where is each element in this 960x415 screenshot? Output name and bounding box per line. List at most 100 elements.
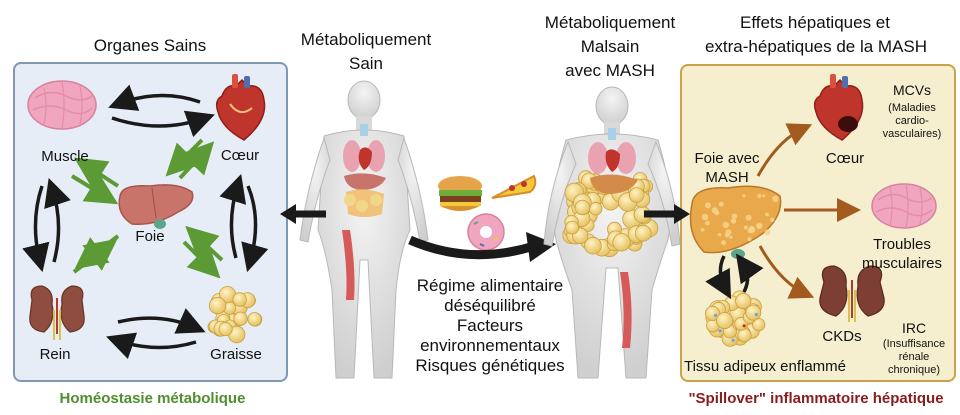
- immune-cell: [754, 313, 758, 317]
- spillover-caption: "Spillover" inflammatoire hépatique: [688, 390, 944, 407]
- effects-title-line1: Effets hépatiques et: [740, 13, 890, 32]
- lipid-droplet: [742, 194, 746, 198]
- liver-icon: [118, 184, 194, 229]
- fat-cell: [704, 305, 721, 321]
- organ-crosstalk-arrows: [22, 84, 269, 359]
- lipid-droplet: [757, 193, 762, 198]
- fat-cell: [584, 236, 602, 255]
- healthy-organs-title: Organes Sains: [93, 36, 207, 55]
- fat-label: Graisse: [210, 346, 262, 363]
- mcv-sub2: cardio-: [895, 115, 929, 127]
- mcv-sub3: vasculaires): [882, 128, 942, 140]
- irc-title: IRC: [901, 320, 927, 336]
- lipid-droplet: [762, 194, 766, 198]
- immune-cell: [742, 324, 746, 328]
- fat-cell: [565, 220, 580, 235]
- fat-cell: [634, 224, 652, 242]
- lipid-droplet: [747, 237, 752, 242]
- right-heart-label: Cœur: [825, 150, 865, 167]
- fat-cell: [716, 312, 734, 330]
- lipid-droplet: [722, 221, 729, 229]
- muscle-label: Muscle: [41, 148, 89, 165]
- factor-line1: Régime alimentaire: [416, 276, 564, 295]
- junk-food-icons: [438, 174, 537, 251]
- lipid-droplet: [717, 232, 722, 237]
- heart-icon: [215, 74, 266, 141]
- mash-liver-label-line2: MASH: [705, 169, 749, 186]
- fat-cell: [232, 292, 247, 307]
- muscle-icon: [27, 80, 97, 130]
- liver-label: Foie: [135, 228, 165, 245]
- mash-body-figure: [543, 86, 681, 379]
- fat-cell: [612, 233, 631, 252]
- lipid-droplet: [764, 229, 771, 236]
- damaged-heart-icon: [813, 74, 864, 141]
- homeostasis-caption: Homéostasie métabolique: [59, 390, 246, 407]
- immune-cell: [714, 313, 718, 317]
- lipid-droplet: [765, 212, 769, 217]
- kidney-icon: [29, 285, 85, 340]
- irc-sub2: rénale: [898, 351, 930, 363]
- muscle-disorder-label-line2: musculaires: [861, 255, 943, 272]
- muscle-disorder-label-line1: Troubles: [873, 236, 931, 253]
- healthy-body-figure: [299, 80, 429, 379]
- effects-title-line2: extra-hépatiques de la MASH: [704, 37, 928, 56]
- muscle-disorder-icon: [871, 183, 937, 229]
- lipid-droplet: [729, 235, 733, 239]
- lipid-droplet: [756, 223, 761, 228]
- fat-cell: [247, 312, 262, 327]
- mash-liver-icon: [689, 185, 782, 259]
- fat-cell: [218, 321, 233, 337]
- lipid-droplet: [770, 217, 775, 222]
- lipid-droplet: [718, 201, 724, 207]
- unhealthy-title-line1: Métaboliquement: [544, 13, 676, 32]
- factor-line3: Facteurs: [456, 316, 524, 335]
- mcv-title: MCVs: [892, 82, 932, 98]
- ckd-label: CKDs: [822, 328, 862, 345]
- mcv-sub1: (Maladies: [888, 102, 936, 114]
- lipid-droplet: [700, 228, 705, 232]
- lipid-droplet: [743, 225, 749, 230]
- lipid-droplet: [714, 210, 720, 216]
- panel-to-body-arrow: [280, 204, 326, 224]
- lipid-droplet: [721, 240, 727, 246]
- immune-cell: [718, 329, 722, 333]
- fat-cell: [745, 304, 762, 321]
- lipid-droplet: [701, 213, 709, 221]
- lipid-droplet: [704, 202, 711, 209]
- mash-effect-arrows: [705, 123, 861, 300]
- lipid-droplet: [730, 218, 737, 224]
- progression-arrow: [408, 232, 556, 262]
- irc-sub1: (Insuffisance: [882, 338, 946, 350]
- inflamed-adipose-icon: [704, 290, 766, 347]
- lipid-droplet: [772, 195, 779, 202]
- heart-label: Cœur: [220, 147, 260, 164]
- fat-cell: [574, 199, 591, 216]
- mash-liver-label-line1: Foie avec: [694, 150, 760, 167]
- diseased-kidney-icon: [819, 265, 885, 322]
- immune-cell: [731, 338, 735, 342]
- fat-cell: [208, 296, 227, 315]
- healthy-title-line2: Sain: [348, 54, 384, 73]
- fat-cell: [233, 311, 248, 326]
- lipid-droplet: [749, 225, 754, 231]
- unhealthy-title-line3: avec MASH: [565, 61, 655, 80]
- factor-line5: Risques génétiques: [415, 356, 565, 375]
- lipid-droplet: [705, 220, 710, 226]
- fat-cell: [735, 292, 752, 310]
- irc-sub3: chronique): [888, 364, 940, 376]
- lipid-droplet: [745, 214, 752, 221]
- unhealthy-title-line2: Malsain: [580, 37, 640, 56]
- lipid-droplet: [724, 233, 730, 238]
- healthy-title-line1: Métaboliquement: [300, 30, 432, 49]
- body-to-panel-arrow: [644, 204, 690, 224]
- inflamed-adipose-label: Tissu adipeux enflammé: [683, 358, 847, 375]
- fat-icon: [207, 286, 263, 344]
- lipid-droplet: [731, 213, 738, 219]
- kidney-label: Rein: [39, 346, 71, 363]
- fat-cell: [628, 187, 645, 203]
- factor-line4: environnementaux: [420, 336, 560, 355]
- factor-line2: déséquilibré: [444, 296, 536, 315]
